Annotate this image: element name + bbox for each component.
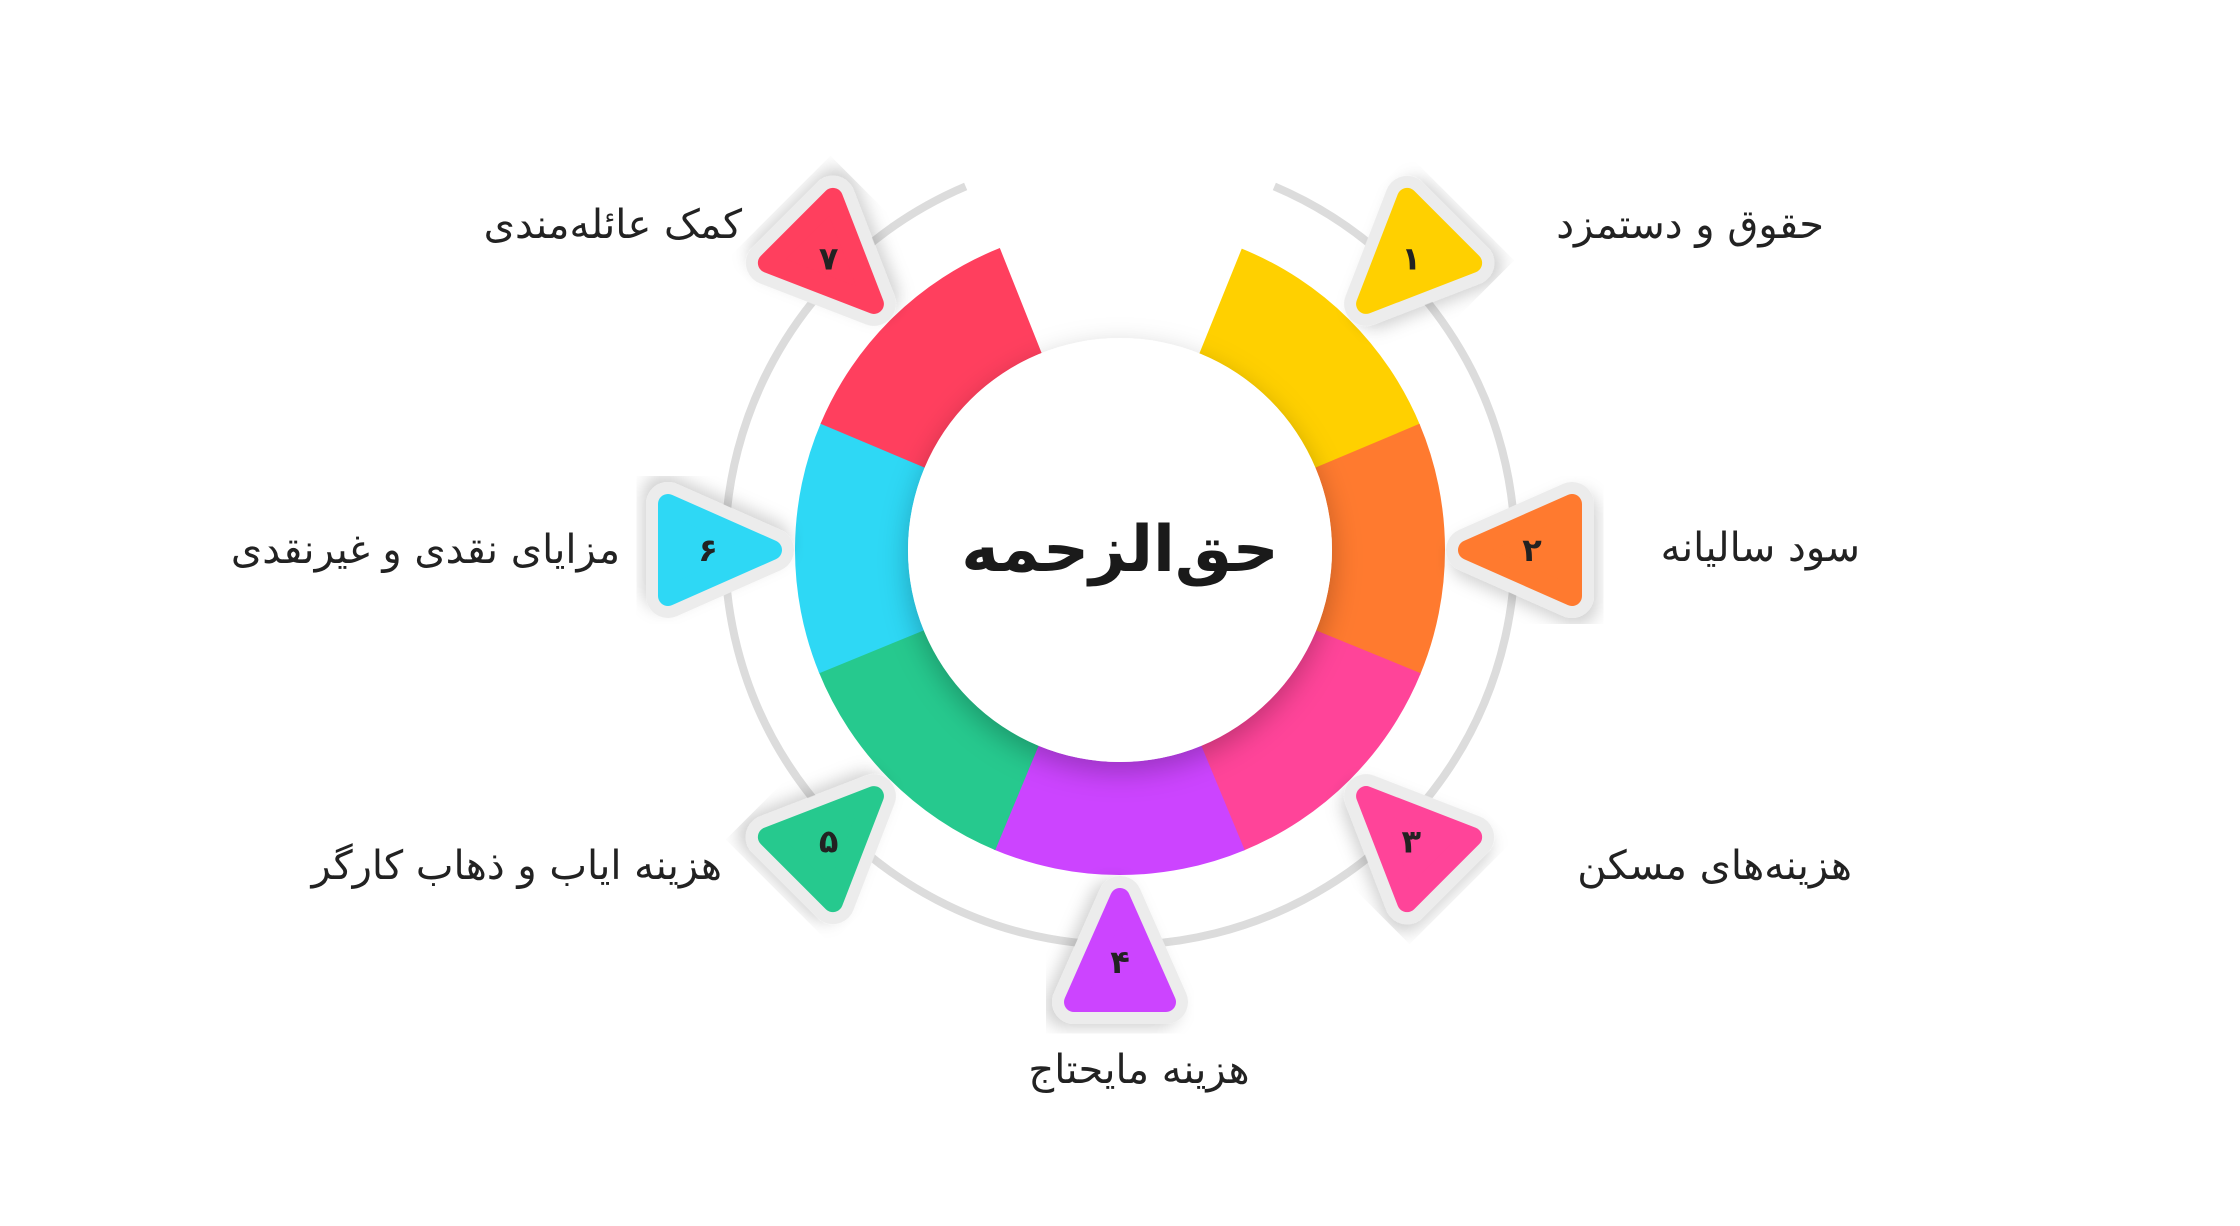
label-4: هزینه مایحتاج: [1028, 1047, 1250, 1093]
badge-number: ۶: [698, 531, 718, 569]
center-title: حق‌الزحمه: [961, 513, 1279, 587]
badge-number: ۷: [819, 240, 839, 278]
ring-segment-1: [1199, 248, 1421, 469]
badge-number: ۴: [1110, 943, 1130, 981]
label-1: حقوق و دستمزد: [1556, 202, 1824, 248]
badge-triangle: [1356, 786, 1483, 913]
badge-number: ۱: [1402, 240, 1422, 278]
badge-triangle: [757, 786, 884, 913]
ring-segment-7: [820, 248, 1042, 468]
badge-5: ۵: [745, 774, 896, 925]
ring-segment-5: [818, 629, 1039, 851]
badge-number: ۲: [1522, 531, 1542, 569]
badge-triangle: [757, 187, 884, 314]
badge-triangle: [1356, 187, 1483, 314]
badge-6: ۶: [646, 482, 794, 618]
ring-segment-3: [1200, 630, 1421, 851]
badge-1: ۱: [1344, 175, 1495, 326]
badge-3: ۳: [1344, 774, 1495, 925]
label-7: کمک عائله‌مندی: [483, 202, 742, 248]
label-6: مزایای نقدی و غیرنقدی: [230, 527, 620, 573]
label-2: سود سالیانه: [1660, 525, 1860, 571]
badge-number: ۳: [1402, 822, 1422, 860]
ring-segment-2: [1315, 423, 1446, 675]
badge-4: ۴: [1052, 876, 1188, 1024]
label-5: هزینه ایاب و ذهاب کارگر: [311, 843, 723, 889]
label-3: هزینه‌های مسکن: [1577, 843, 1852, 889]
badge-2: ۲: [1446, 482, 1594, 618]
ring-segment-6: [795, 422, 926, 674]
badge-7: ۷: [745, 175, 896, 326]
center-circle: [908, 338, 1332, 762]
badge-number: ۵: [819, 822, 839, 860]
badge-triangle: [1064, 888, 1176, 1012]
badge-triangle: [1458, 494, 1582, 606]
badge-triangle: [658, 494, 782, 606]
ring-segment-4: [993, 745, 1245, 875]
